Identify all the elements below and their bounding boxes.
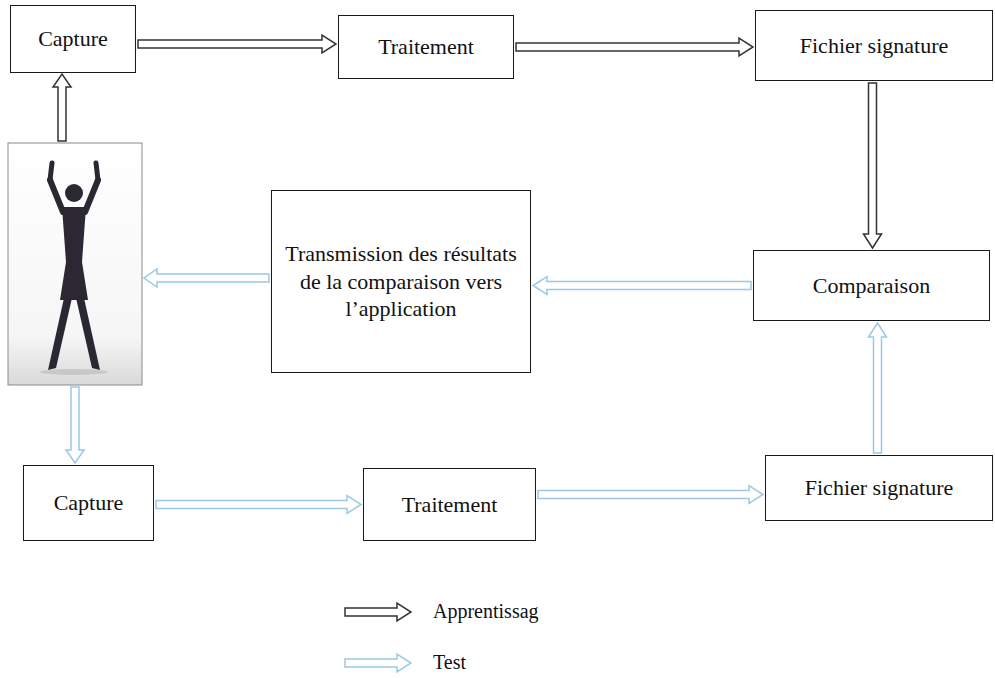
process-box: Fichier signature <box>765 455 993 521</box>
flow-arrow <box>516 38 753 56</box>
process-box: Fichier signature <box>755 10 993 81</box>
flow-arrow <box>869 323 887 453</box>
legend-arrow <box>345 654 411 672</box>
legend-sample <box>343 652 415 674</box>
legend-entry: Apprentissag <box>343 600 539 623</box>
legend-sample <box>343 601 415 623</box>
figure-leg <box>76 298 100 370</box>
box-label: Fichier signature <box>800 32 948 60</box>
box-label: Traitement <box>402 491 498 519</box>
box-label: Traitement <box>378 33 474 61</box>
process-box: Capture <box>10 5 136 73</box>
legend-arrow <box>345 603 411 621</box>
flow-arrow <box>533 277 751 295</box>
process-box: Capture <box>23 465 154 541</box>
figure-leg <box>48 298 72 370</box>
test-arrow <box>144 269 269 287</box>
figure-arm <box>96 163 98 180</box>
flow-arrow <box>864 83 882 248</box>
box-label: Transmission des résultats de la compara… <box>282 240 520 323</box>
legend-label: Apprentissag <box>433 600 539 623</box>
legend-entry: Test <box>343 651 466 674</box>
process-box: Comparaison <box>753 250 990 321</box>
flow-arrow <box>156 496 361 514</box>
figure-frame <box>8 143 142 385</box>
figure-body <box>60 207 88 300</box>
box-label: Capture <box>54 489 124 517</box>
figure-arm <box>50 163 52 180</box>
legend-label: Test <box>433 651 466 674</box>
box-label: Capture <box>38 25 108 53</box>
flow-arrow <box>138 35 336 53</box>
flow-arrow <box>538 486 763 504</box>
box-label: Fichier signature <box>805 474 953 502</box>
test-arrow <box>66 387 84 463</box>
figure-arm <box>85 180 98 212</box>
learning-arrow <box>53 74 71 141</box>
process-box: Transmission des résultats de la compara… <box>271 190 531 373</box>
person-figure <box>8 143 142 385</box>
figure-head <box>65 184 83 202</box>
process-box: Traitement <box>363 468 536 541</box>
box-label: Comparaison <box>813 272 930 300</box>
figure-shadow <box>40 369 108 375</box>
process-box: Traitement <box>338 15 514 79</box>
figure-arm <box>50 180 63 212</box>
